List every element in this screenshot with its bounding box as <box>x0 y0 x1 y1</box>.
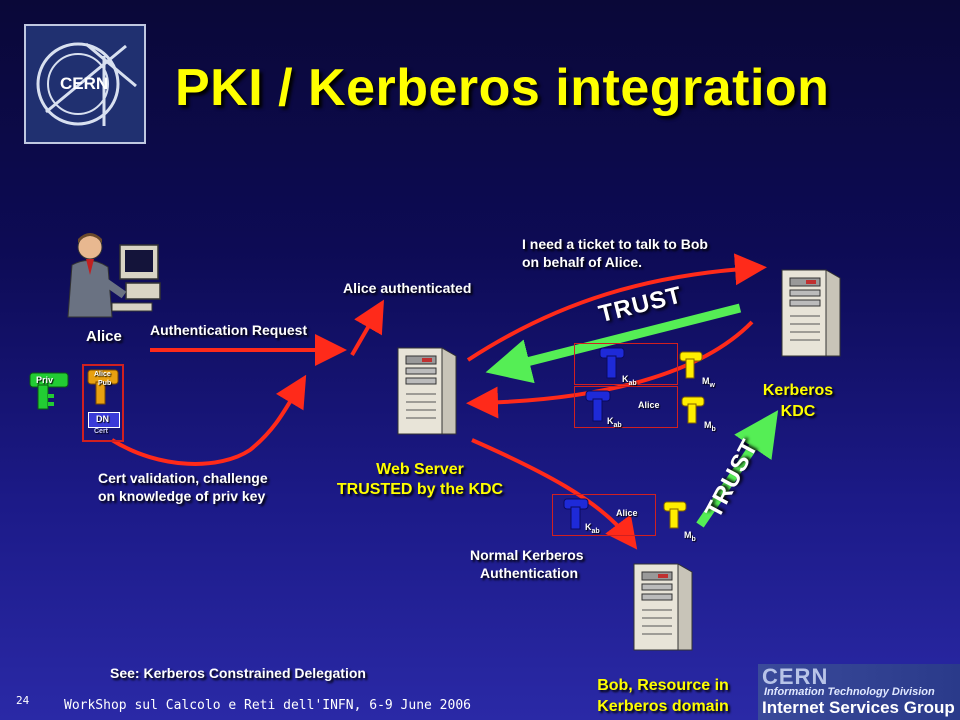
cern-it-logo: CERN Information Technology Division Int… <box>758 664 960 720</box>
event-footer: WorkShop sul Calcolo e Reti dell'INFN, 6… <box>64 698 471 713</box>
kab-key-icon-3 <box>562 497 590 531</box>
ticket-box-2 <box>574 386 678 428</box>
cern-it-division: Information Technology Division <box>764 686 935 698</box>
kab-label-1: Kab <box>622 374 637 387</box>
ticket-request-arrow <box>466 253 767 362</box>
dn-label: DN <box>96 414 109 424</box>
private-key-label: Priv <box>36 375 54 385</box>
private-key-icon: Priv <box>28 370 74 412</box>
need-ticket-label-1: I need a ticket to talk to Bob <box>522 236 708 252</box>
web-server-label-2: TRUSTED by the KDC <box>336 481 504 498</box>
alice-ticket-label-2: Alice <box>638 400 660 410</box>
bob-label-2: Kerberos domain <box>597 698 729 715</box>
bob-label-1: Bob, Resource in <box>597 677 729 694</box>
ticket-reply-arrow <box>466 320 754 419</box>
cern-logo: CERN <box>24 24 146 144</box>
mw-key-icon <box>678 350 704 380</box>
cern-it-group: Internet Services Group <box>762 698 955 717</box>
alice-label: Alice <box>86 328 122 345</box>
kab-key-icon-2 <box>584 389 612 423</box>
mw-label: Mw <box>702 376 715 389</box>
normal-kerberos-label-2: Authentication <box>480 565 578 581</box>
web-server-label-1: Web Server <box>376 461 464 478</box>
cern-logo-text: CERN <box>60 74 109 93</box>
cert-validation-label-2: on knowledge of priv key <box>98 488 266 504</box>
kab-label-2: Kab <box>607 416 622 429</box>
trust-arrow-right <box>696 410 779 528</box>
need-ticket-label-2: on behalf of Alice. <box>522 254 643 270</box>
cern-it-org: CERN <box>762 664 829 689</box>
bob-server-icon <box>624 560 696 654</box>
kdc-server-icon <box>772 266 844 360</box>
dn-block <box>88 412 120 428</box>
alice-authenticated-label: Alice authenticated <box>343 280 472 296</box>
ticket-box-1 <box>574 343 678 385</box>
cert-validation-arrow <box>110 374 307 466</box>
auth-request-label: Authentication Request <box>150 322 308 338</box>
trust-arrow-top <box>485 303 742 384</box>
alice-person-icon <box>60 225 170 325</box>
mb-label-2: Mb <box>684 530 696 543</box>
see-also-label: See: Kerberos Constrained Delegation <box>110 665 366 681</box>
mb-label-1: Mb <box>704 420 716 433</box>
cert-label: Cert <box>94 428 109 435</box>
mb-key-icon-1 <box>680 395 706 425</box>
alice-ticket-label-3: Alice <box>616 508 638 518</box>
normal-kerberos-arrow <box>471 438 638 550</box>
kdc-label-2: KDC <box>780 403 816 420</box>
mb-key-icon-2 <box>662 500 688 530</box>
cert-validation-label-1: Cert validation, challenge <box>98 470 268 486</box>
certificate-box: Alice Pub DN Cert <box>82 364 124 442</box>
kab-label-3: Kab <box>585 522 600 535</box>
kab-key-icon-1 <box>598 346 626 380</box>
web-server-icon <box>388 344 460 438</box>
page-number: 24 <box>16 694 30 707</box>
alice-pub-key-label-2: Pub <box>98 380 112 387</box>
kdc-label-1: Kerberos <box>762 382 834 399</box>
alice-pub-key-label-1: Alice <box>94 371 111 378</box>
cern-logo-icon <box>36 42 137 126</box>
ticket-box-3 <box>552 494 656 536</box>
normal-kerberos-label-1: Normal Kerberos <box>470 547 584 563</box>
slide-title: PKI / Kerberos integration <box>175 59 830 117</box>
alice-authenticated-arrow <box>350 299 385 357</box>
